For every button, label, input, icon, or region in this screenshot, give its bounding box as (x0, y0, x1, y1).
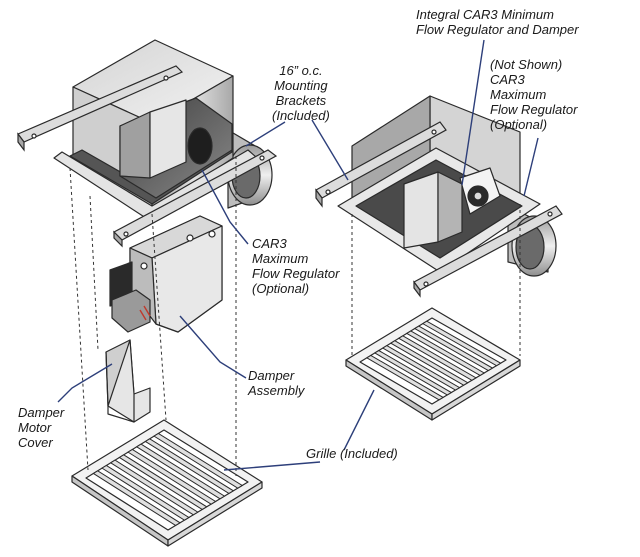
leader-not-shown-car3 (523, 137, 539, 197)
grille-louvre (397, 335, 477, 381)
left-mounting-bracket-top (17, 65, 184, 152)
grille-louvre (118, 454, 208, 511)
right-duct-collar (507, 205, 557, 277)
right-grille (345, 307, 521, 421)
grille-louvre (127, 448, 217, 505)
label-integral-car3: Integral CAR3 Minimum Flow Regulator and… (416, 7, 579, 37)
left-mounting-bracket-bottom (113, 149, 278, 248)
label-car3-max: CAR3 Maximum Flow Regulator (Optional) (252, 236, 340, 296)
leader-brackets-left (245, 121, 286, 147)
grille-louvre (101, 464, 190, 521)
label-damper-assembly: Damper Assembly (248, 368, 305, 398)
label-damper-motor-cover: Damper Motor Cover (18, 405, 65, 450)
label-grille: Grille (Included) (306, 446, 398, 461)
left-grille-louvres (92, 432, 244, 527)
label-not-shown-car3: (Not Shown) CAR3 Maximum Flow Regulator … (490, 57, 578, 132)
grille-louvre (135, 443, 226, 500)
grille-louvre (413, 325, 494, 372)
leader-grille-left (223, 461, 321, 471)
label-mounting-brackets: 16” o.c. Mounting Brackets (Included) (272, 63, 330, 123)
leader-integral-car3 (461, 39, 485, 186)
grille-louvre (373, 349, 453, 396)
right-mounting-bracket-top (315, 121, 447, 208)
leader-car3-max (201, 169, 249, 245)
right-housing (337, 95, 557, 277)
leader-motor-cover (57, 363, 113, 403)
leader-lines (57, 39, 539, 471)
grille-louvre (92, 470, 181, 527)
grille-louvre (365, 354, 445, 401)
leader-damper-assembly (179, 315, 247, 379)
grille-louvre (144, 438, 235, 495)
left-housing (53, 39, 273, 223)
damper-motor-cover (105, 339, 151, 423)
alignment-lines (69, 156, 521, 476)
grille-louvre (421, 320, 502, 367)
leader-grille-right (343, 389, 375, 451)
grille-louvre (389, 340, 469, 386)
leader-brackets-right (311, 119, 349, 181)
left-grille (71, 419, 263, 547)
grille-louvre (109, 459, 199, 516)
grille-louvre (381, 345, 461, 391)
grille-louvre (153, 432, 244, 489)
damper-assembly (109, 215, 223, 333)
right-mounting-bracket-bottom (413, 205, 563, 298)
grille-louvre (405, 330, 486, 376)
right-grille-louvres (365, 320, 502, 401)
